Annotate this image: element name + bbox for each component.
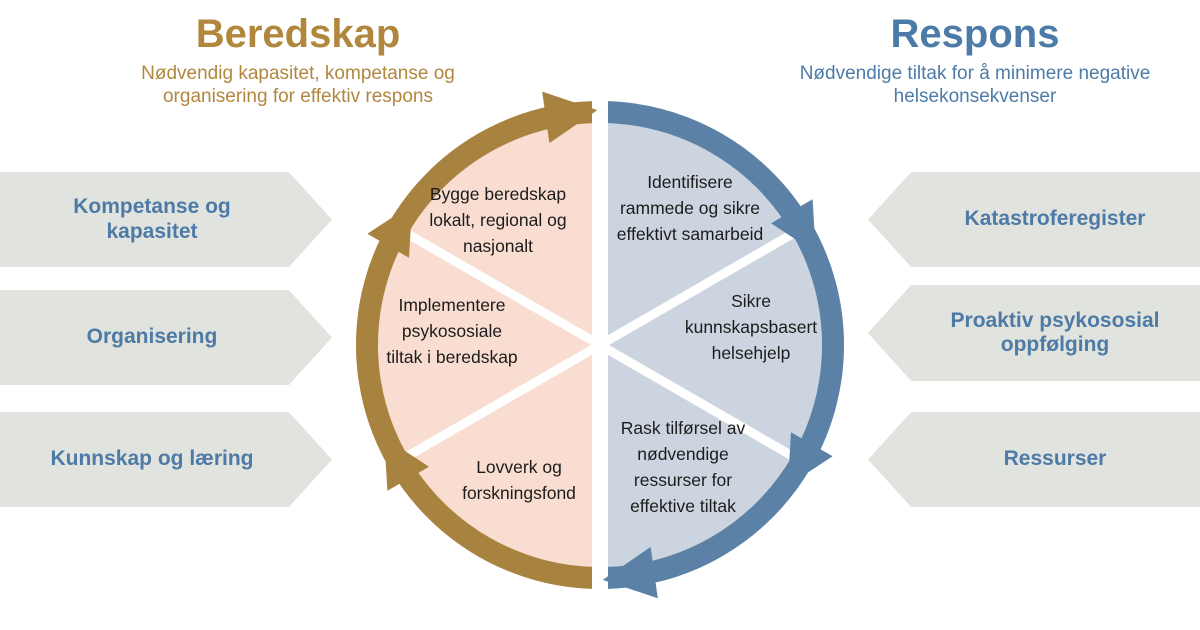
divider-diagonal-b xyxy=(372,211,828,479)
respons-arrowhead-icon-1 xyxy=(771,199,816,253)
segment-label-identifisere: Identifisere rammede og sikre effektivt … xyxy=(617,169,764,247)
respons-band-1 xyxy=(599,101,812,235)
beredskap-subtitle: Nødvendig kapasitet, kompetanse og organ… xyxy=(141,63,455,108)
respons-arrow-proaktiv: Proaktiv psykososial oppfølging xyxy=(868,285,1200,381)
segment-line: ressurser for xyxy=(633,470,733,490)
segment-label-rask: Rask tilførsel av nødvendige ressurser f… xyxy=(621,415,745,519)
respons-subtitle: Nødvendige tiltak for å minimere negativ… xyxy=(799,63,1151,108)
respons-arrow-ressurser: Ressurser xyxy=(868,412,1200,507)
cycle-dividers xyxy=(372,78,828,612)
segment-line: nasjonalt xyxy=(462,236,534,256)
segment-line: rammede og sikre xyxy=(619,198,761,218)
segment-line: forskningsfond xyxy=(462,483,576,503)
segment-line: effektive tiltak xyxy=(630,496,736,516)
segment-label-implementere: Implementere psykososiale tiltak i bered… xyxy=(386,292,517,370)
segment-line: psykososiale xyxy=(401,321,503,341)
respons-arrowhead-icon-3 xyxy=(602,546,658,599)
respons-title: Respons xyxy=(890,12,1060,56)
beredskap-arrow-organisering: Organisering xyxy=(0,290,332,385)
beredskap-arrow-kompetanse-label: Kompetanse og kapasitet xyxy=(73,195,231,243)
respons-arrow-katastroferegister: Katastroferegister xyxy=(868,172,1200,267)
cycle-arrowheads xyxy=(367,91,833,599)
segment-line: helsehjelp xyxy=(711,343,791,363)
segment-line: Implementere xyxy=(398,295,506,315)
segment-line: Rask tilførsel av xyxy=(620,418,746,438)
beredskap-arrow-kunnskap: Kunnskap og læring xyxy=(0,412,332,507)
segment-line: Identifisere xyxy=(647,172,733,192)
beredskap-band-2 xyxy=(355,223,408,467)
segment-line: Lovverk og xyxy=(476,457,562,477)
respons-arrowhead-icon-2 xyxy=(787,432,833,486)
segment-label-sikre: Sikre kunnskapsbasert helsehjelp xyxy=(685,288,817,366)
segment-line: nødvendige xyxy=(637,444,729,464)
beredskap-arrow-organisering-label: Organisering xyxy=(86,325,218,349)
beredskap-band-1 xyxy=(388,455,601,589)
segment-line: lokalt, regional og xyxy=(429,210,567,230)
segment-line: Bygge beredskap xyxy=(429,184,567,204)
segment-label-bygge: Bygge beredskap lokalt, regional og nasj… xyxy=(429,181,566,259)
respons-arrow-ressurser-label: Ressurser xyxy=(1003,447,1107,471)
beredskap-arrowhead-icon-1 xyxy=(384,437,429,491)
segment-line: effektivt samarbeid xyxy=(616,224,764,244)
segment-line: kunnskapsbasert xyxy=(684,317,818,337)
beredskap-arrow-kompetanse: Kompetanse og kapasitet xyxy=(0,172,332,267)
respons-arrow-katastroferegister-label: Katastroferegister xyxy=(964,207,1146,231)
segment-line: Sikre xyxy=(731,291,771,311)
segment-label-lovverk: Lovverk og forskningsfond xyxy=(462,454,576,506)
beredskap-arrowhead-icon-2 xyxy=(367,204,413,258)
beredskap-arrow-kunnskap-label: Kunnskap og læring xyxy=(50,447,254,471)
beredskap-title: Beredskap xyxy=(195,12,401,56)
respons-arrow-proaktiv-label: Proaktiv psykososial oppfølging xyxy=(950,308,1160,356)
beredskap-arrowhead-icon-3 xyxy=(542,91,598,144)
respons-band-2 xyxy=(792,223,845,467)
segment-line: tiltak i beredskap xyxy=(386,347,518,367)
